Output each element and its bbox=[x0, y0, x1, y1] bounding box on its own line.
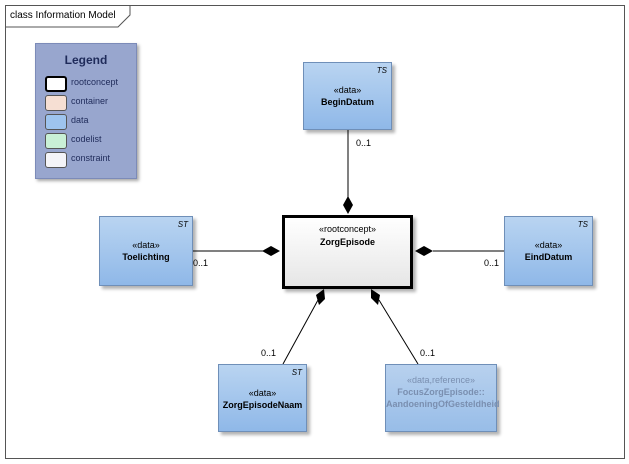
class-einddatum[interactable]: TS «data» EindDatum bbox=[504, 216, 593, 286]
composition-diamond-toelichting bbox=[262, 246, 280, 256]
composition-diamond-naam bbox=[316, 289, 325, 305]
frame-tab-outline bbox=[6, 6, 131, 28]
multiplicity-begin: 0..1 bbox=[356, 138, 372, 148]
class-toelichting[interactable]: ST «data» Toelichting bbox=[99, 216, 193, 286]
legend-item-codelist: codelist bbox=[45, 132, 135, 149]
multiplicity-toelichting: 0..1 bbox=[193, 258, 209, 268]
composition-diamond-eind bbox=[415, 246, 433, 256]
legend-label: codelist bbox=[71, 134, 102, 144]
class-stereotype: «data» bbox=[333, 85, 362, 95]
legend-title: Legend bbox=[64, 53, 108, 67]
class-name: ZorgEpisode bbox=[319, 237, 375, 247]
type-tag: ST bbox=[291, 368, 302, 377]
frame-title: class Information Model bbox=[10, 10, 116, 21]
legend-label: rootconcept bbox=[71, 77, 119, 87]
class-stereotype: «data» bbox=[534, 240, 563, 250]
class-name: Toelichting bbox=[122, 252, 170, 262]
class-name-line2: AandoeningOfGesteldheid bbox=[386, 399, 500, 409]
composition-diamond-begin bbox=[343, 196, 353, 214]
class-stereotype: «rootconcept» bbox=[318, 224, 377, 234]
class-name: ZorgEpisodeNaam bbox=[222, 400, 303, 410]
legend-label: container bbox=[71, 96, 109, 106]
legend-label: data bbox=[71, 115, 89, 125]
type-tag: ST bbox=[177, 220, 188, 229]
class-begindatum[interactable]: TS «data» BeginDatum bbox=[303, 62, 392, 130]
class-name: EindDatum bbox=[524, 252, 573, 262]
legend-swatch bbox=[45, 152, 67, 168]
type-tag: TS bbox=[376, 66, 387, 75]
legend-swatch bbox=[45, 95, 67, 111]
class-stereotype: «data,reference» bbox=[406, 375, 476, 385]
connector-naam bbox=[282, 299, 319, 365]
legend-item-data: data bbox=[45, 113, 135, 130]
class-focuszorgepisode-reference[interactable]: «data,reference» FocusZorgEpisode:: Aand… bbox=[385, 364, 500, 432]
class-stereotype: «data» bbox=[248, 388, 277, 398]
class-stereotype: «data» bbox=[132, 240, 160, 250]
type-tag: TS bbox=[577, 220, 588, 229]
legend-item-rootconcept: rootconcept bbox=[45, 75, 135, 92]
legend-item-constraint: constraint bbox=[45, 151, 135, 168]
class-name: BeginDatum bbox=[320, 97, 374, 107]
multiplicity-focus: 0..1 bbox=[420, 348, 436, 358]
class-name-line1: FocusZorgEpisode:: bbox=[397, 387, 485, 397]
multiplicity-eind: 0..1 bbox=[484, 258, 500, 268]
legend-swatch bbox=[45, 133, 67, 149]
legend-swatch bbox=[45, 76, 67, 92]
connector-focus bbox=[378, 299, 419, 365]
legend: Legend rootconcept container data codeli… bbox=[35, 43, 137, 179]
legend-label: constraint bbox=[71, 153, 111, 163]
class-zorgepisode-root[interactable]: «rootconcept» ZorgEpisode bbox=[282, 215, 413, 289]
class-zorgepisodenaam[interactable]: ST «data» ZorgEpisodeNaam bbox=[218, 364, 307, 432]
legend-item-container: container bbox=[45, 94, 135, 111]
multiplicity-naam: 0..1 bbox=[261, 348, 277, 358]
legend-swatch bbox=[45, 114, 67, 130]
composition-diamond-focus bbox=[371, 289, 380, 305]
